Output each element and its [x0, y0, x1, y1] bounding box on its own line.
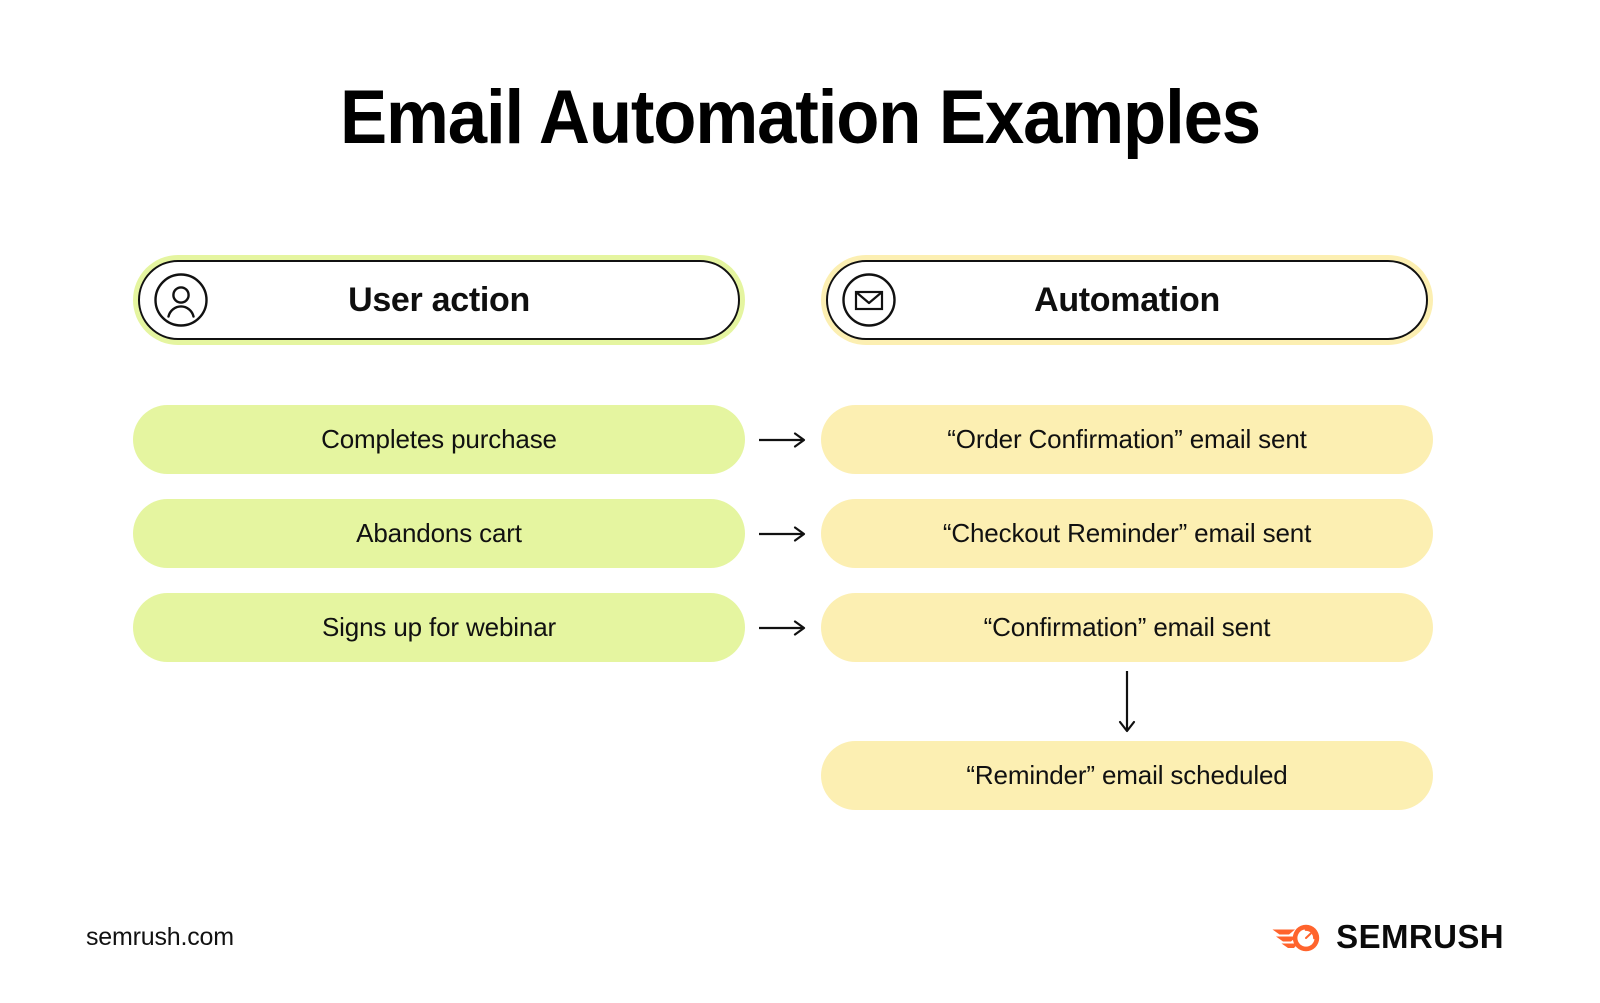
column-header-label: Automation	[1034, 280, 1220, 319]
semrush-comet-logo-icon	[1271, 920, 1323, 954]
page-title: Email Automation Examples	[340, 75, 1261, 160]
user-action-pill[interactable]: Signs up for webinar	[133, 593, 745, 662]
user-action-pill[interactable]: Completes purchase	[133, 405, 745, 474]
semrush-wordmark: SEMRUSH	[1336, 918, 1504, 955]
envelope-icon	[841, 272, 897, 328]
arrow-right-icon	[757, 430, 809, 450]
column-header-label: User action	[348, 280, 530, 319]
person-icon	[153, 272, 209, 328]
flow-row: Signs up for webinar “Confirmation” emai…	[0, 593, 1600, 662]
column-header-user-action: User action	[133, 255, 745, 345]
arrow-right-icon	[757, 524, 809, 544]
user-action-pill[interactable]: Abandons cart	[133, 499, 745, 568]
column-header-automation: Automation	[821, 255, 1433, 345]
flow-rows: Completes purchase “Order Confirmation” …	[0, 405, 1600, 687]
arrow-down-icon	[1110, 670, 1144, 738]
arrow-right-icon	[757, 618, 809, 638]
footer-url: semrush.com	[86, 923, 234, 951]
flow-row: Completes purchase “Order Confirmation” …	[0, 405, 1600, 474]
scheduled-email-pill[interactable]: “Reminder” email scheduled	[821, 741, 1433, 810]
semrush-brand: SEMRUSH	[1271, 918, 1504, 956]
automation-pill[interactable]: “Confirmation” email sent	[821, 593, 1433, 662]
flow-row: Abandons cart “Checkout Reminder” email …	[0, 499, 1600, 568]
automation-pill[interactable]: “Order Confirmation” email sent	[821, 405, 1433, 474]
automation-pill[interactable]: “Checkout Reminder” email sent	[821, 499, 1433, 568]
column-headers: User action Automation	[0, 255, 1600, 347]
